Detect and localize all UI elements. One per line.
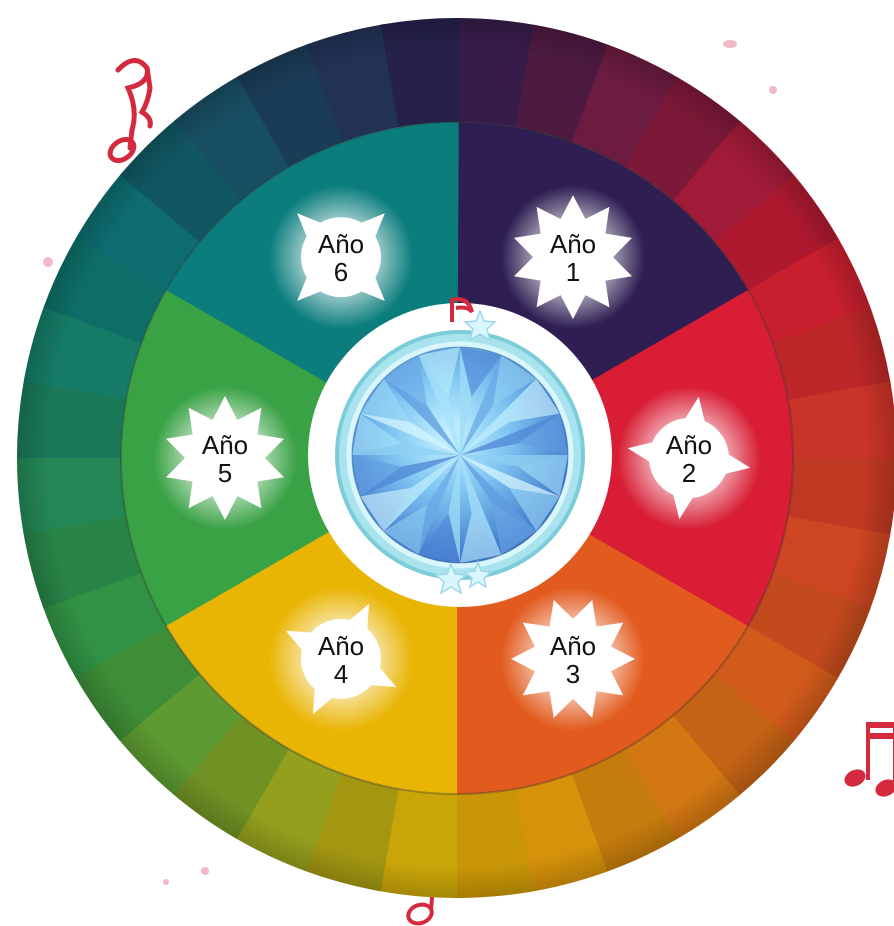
- year-label-word: Año: [318, 631, 364, 661]
- dot-icon: [163, 879, 169, 885]
- dot-icon: [43, 257, 53, 267]
- gem-frame-highlight: [346, 341, 574, 569]
- gem-facet: [383, 455, 460, 532]
- gem-facet: [493, 504, 537, 555]
- year-label-word: Año: [550, 229, 596, 259]
- badge-core: [533, 217, 613, 298]
- year-label-number: 1: [566, 257, 580, 287]
- badge-core: [533, 618, 613, 699]
- dot-icon: [723, 40, 737, 48]
- music-note-icon: [450, 297, 474, 322]
- gem-facet: [383, 378, 460, 455]
- gem-facet: [460, 355, 502, 455]
- gem-facet: [418, 455, 460, 555]
- dot-icon: [201, 867, 209, 875]
- badge-core: [649, 418, 729, 498]
- gem-facet: [352, 413, 402, 455]
- year-label-number: 5: [218, 458, 232, 488]
- gem-facet: [418, 355, 460, 455]
- star-icon: [434, 561, 468, 595]
- star-icon: [463, 559, 493, 589]
- music-note-icon: [844, 722, 894, 797]
- gem-facet: [460, 513, 502, 563]
- gem-facet: [493, 355, 537, 406]
- badge-core: [301, 618, 381, 699]
- gem-facet: [360, 455, 460, 497]
- dot-icon: [769, 86, 777, 94]
- gem-facet: [418, 347, 460, 397]
- gem-facet: [352, 443, 460, 455]
- gem-facet: [518, 455, 568, 497]
- year-label-word: Año: [318, 229, 364, 259]
- gem-facet: [448, 455, 460, 563]
- gem-facet: [460, 455, 560, 497]
- inner-wheel-border: [120, 121, 794, 795]
- gem-facet: [460, 347, 472, 455]
- gem-facet: [352, 455, 402, 497]
- year-label-word: Año: [666, 430, 712, 460]
- gem-facet: [509, 488, 560, 532]
- gem-facet: [518, 413, 568, 455]
- wheel-center[interactable]: [308, 297, 612, 607]
- gem-edge: [351, 346, 569, 564]
- gem-facet: [360, 378, 411, 422]
- year-label-number: 3: [566, 659, 580, 689]
- gem-facet: [383, 504, 427, 555]
- diamond-gem-icon[interactable]: [351, 346, 569, 564]
- music-note-icon: [107, 58, 153, 163]
- year-label-word: Año: [550, 631, 596, 661]
- badge-core: [301, 217, 381, 298]
- star-icon: [463, 308, 497, 342]
- gem-facet: [460, 455, 537, 532]
- background-decor: [43, 40, 894, 926]
- year-label-number: 2: [682, 458, 696, 488]
- year-label-word: Año: [202, 430, 248, 460]
- gem-facet: [460, 347, 502, 397]
- gem-facet: [383, 355, 427, 406]
- year-label-number: 4: [334, 659, 348, 689]
- gem-facet: [460, 413, 560, 455]
- gem-facet: [460, 455, 502, 555]
- gem-facet: [360, 488, 411, 532]
- gem-facet: [460, 455, 568, 467]
- gem-facet: [509, 378, 560, 422]
- year-label-number: 6: [334, 257, 348, 287]
- gem-facet: [360, 413, 460, 455]
- gem-facet: [418, 513, 460, 563]
- badge-core: [185, 418, 265, 498]
